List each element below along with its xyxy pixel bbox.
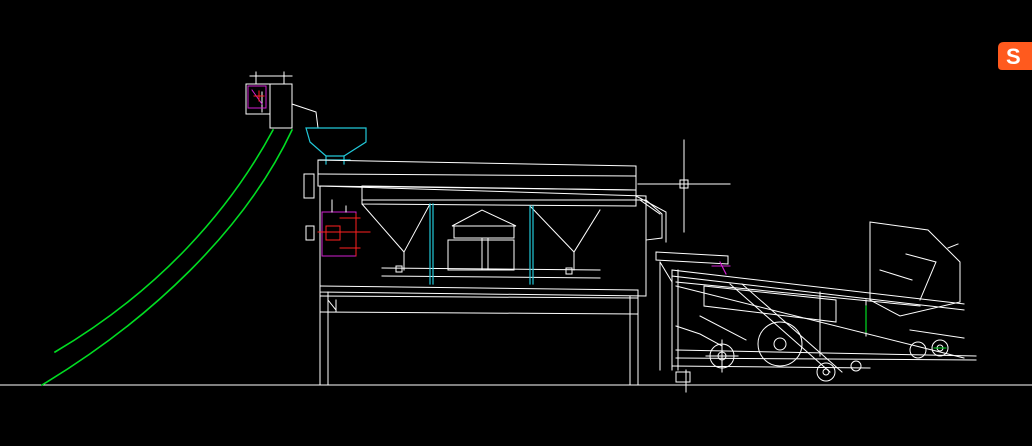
conveyor-motor [247,85,267,109]
app-logo-badge[interactable]: S [998,40,1032,72]
main-unit-frame [317,159,667,386]
trailer-wheels [705,321,949,382]
crosshair-cursor-icon [637,139,731,233]
unit-shafts [429,203,534,285]
conveyor-head-drive [245,71,319,129]
inclined-conveyor [40,128,294,387]
feed-hopper [305,127,367,165]
conveyor-motor-marks [253,90,265,102]
trailer-unit [655,221,977,393]
logo-letter: S [1006,44,1021,69]
trailer-details [711,261,867,333]
main-unit-motor [303,173,371,257]
